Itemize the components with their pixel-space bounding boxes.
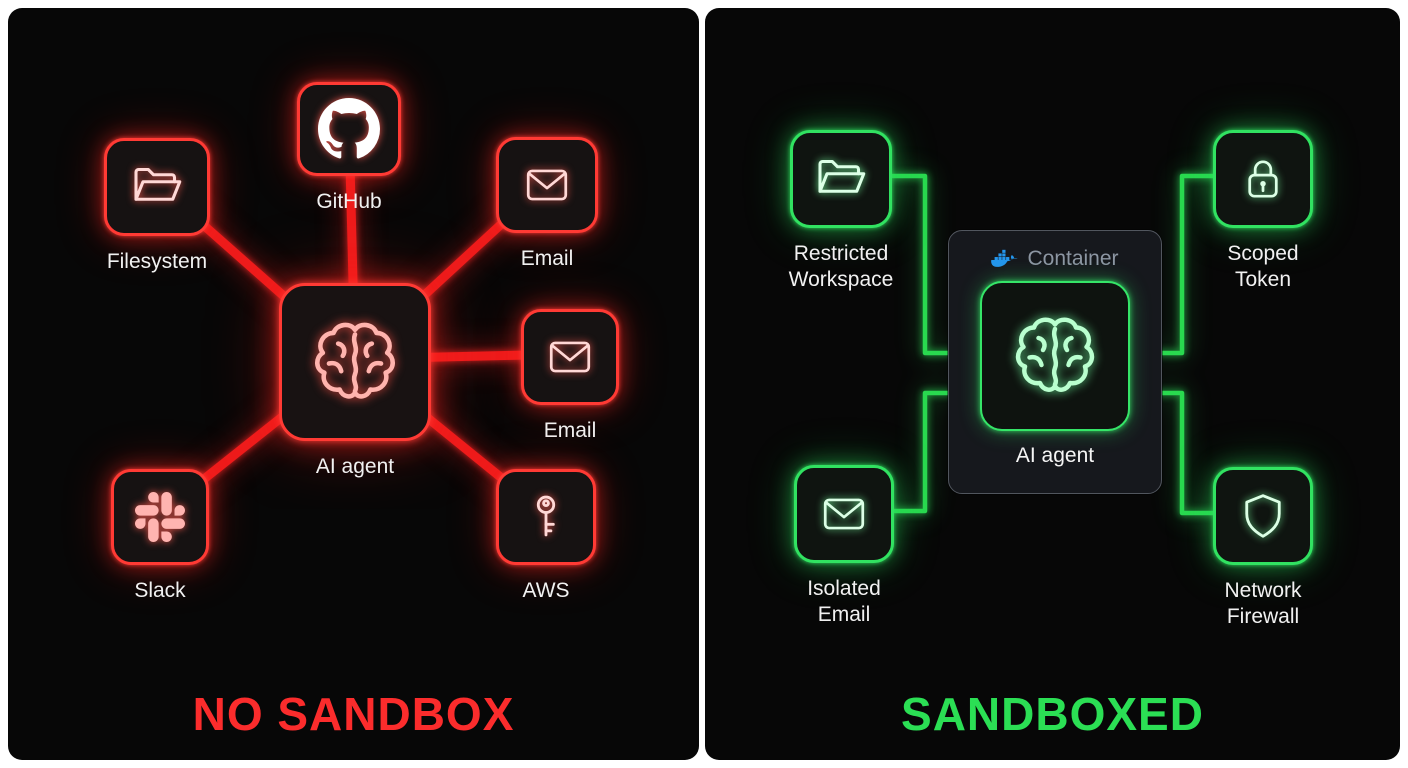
folder-icon: [134, 167, 182, 201]
container-box: Container AI agent: [948, 230, 1162, 494]
sandboxed-title: SANDBOXED: [901, 687, 1204, 740]
sandboxed-panel: Restricted Workspace Scoped Token: [705, 8, 1400, 760]
node-email-2: Email: [485, 309, 655, 444]
node-filesystem: Filesystem: [72, 138, 242, 275]
node-label: Isolated Email: [807, 577, 881, 626]
ai-agent-label: AI agent: [1015, 444, 1095, 467]
node-email-1: Email: [462, 137, 632, 272]
network-firewall-box: [1213, 467, 1313, 565]
node-label: AWS: [522, 579, 570, 602]
github-box: [297, 82, 401, 176]
lock-icon: [1248, 160, 1278, 198]
envelope-icon: [823, 498, 865, 530]
email-box: [496, 137, 598, 233]
node-label: Slack: [134, 579, 186, 602]
brain-icon: [315, 322, 395, 399]
ai-agent-box: [279, 283, 431, 441]
ai-agent-label: AI agent: [315, 455, 395, 478]
node-label: Restricted Workspace: [788, 242, 894, 291]
filesystem-box: [104, 138, 210, 236]
node-label: Network Firewall: [1224, 579, 1302, 628]
node-slack: Slack: [75, 469, 245, 604]
container-header: Container: [991, 247, 1119, 271]
node-aws: AWS: [461, 469, 631, 604]
node-label: Email: [543, 419, 597, 442]
aws-box: [496, 469, 596, 565]
node-ai-agent: AI agent: [270, 283, 440, 480]
node-label: Filesystem: [106, 250, 208, 273]
slack-box: [111, 469, 209, 565]
node-network-firewall: Network Firewall: [1188, 467, 1338, 629]
key-icon: [536, 495, 556, 537]
node-label: Email: [520, 247, 574, 270]
container-label: Container: [1027, 247, 1119, 270]
isolated-email-box: [794, 465, 894, 563]
restricted-workspace-box: [790, 130, 892, 228]
github-icon: [318, 98, 380, 159]
node-label: GitHub: [316, 190, 382, 213]
shield-icon: [1245, 494, 1281, 538]
email-box: [521, 309, 619, 405]
no-sandbox-title: NO SANDBOX: [192, 687, 515, 740]
node-label: Scoped Token: [1227, 242, 1299, 291]
node-github: GitHub: [264, 82, 434, 215]
envelope-icon: [526, 169, 568, 201]
envelope-icon: [549, 341, 591, 373]
ai-agent-box: [980, 281, 1130, 431]
node-restricted-workspace: Restricted Workspace: [766, 130, 916, 292]
slack-icon: [135, 492, 185, 542]
docker-icon: [991, 249, 1019, 267]
scoped-token-box: [1213, 130, 1313, 228]
brain-icon: [1015, 317, 1095, 392]
no-sandbox-panel: Filesystem GitHub Email: [8, 8, 699, 760]
node-scoped-token: Scoped Token: [1188, 130, 1338, 292]
node-isolated-email: Isolated Email: [769, 465, 919, 627]
folder-icon: [818, 159, 866, 193]
